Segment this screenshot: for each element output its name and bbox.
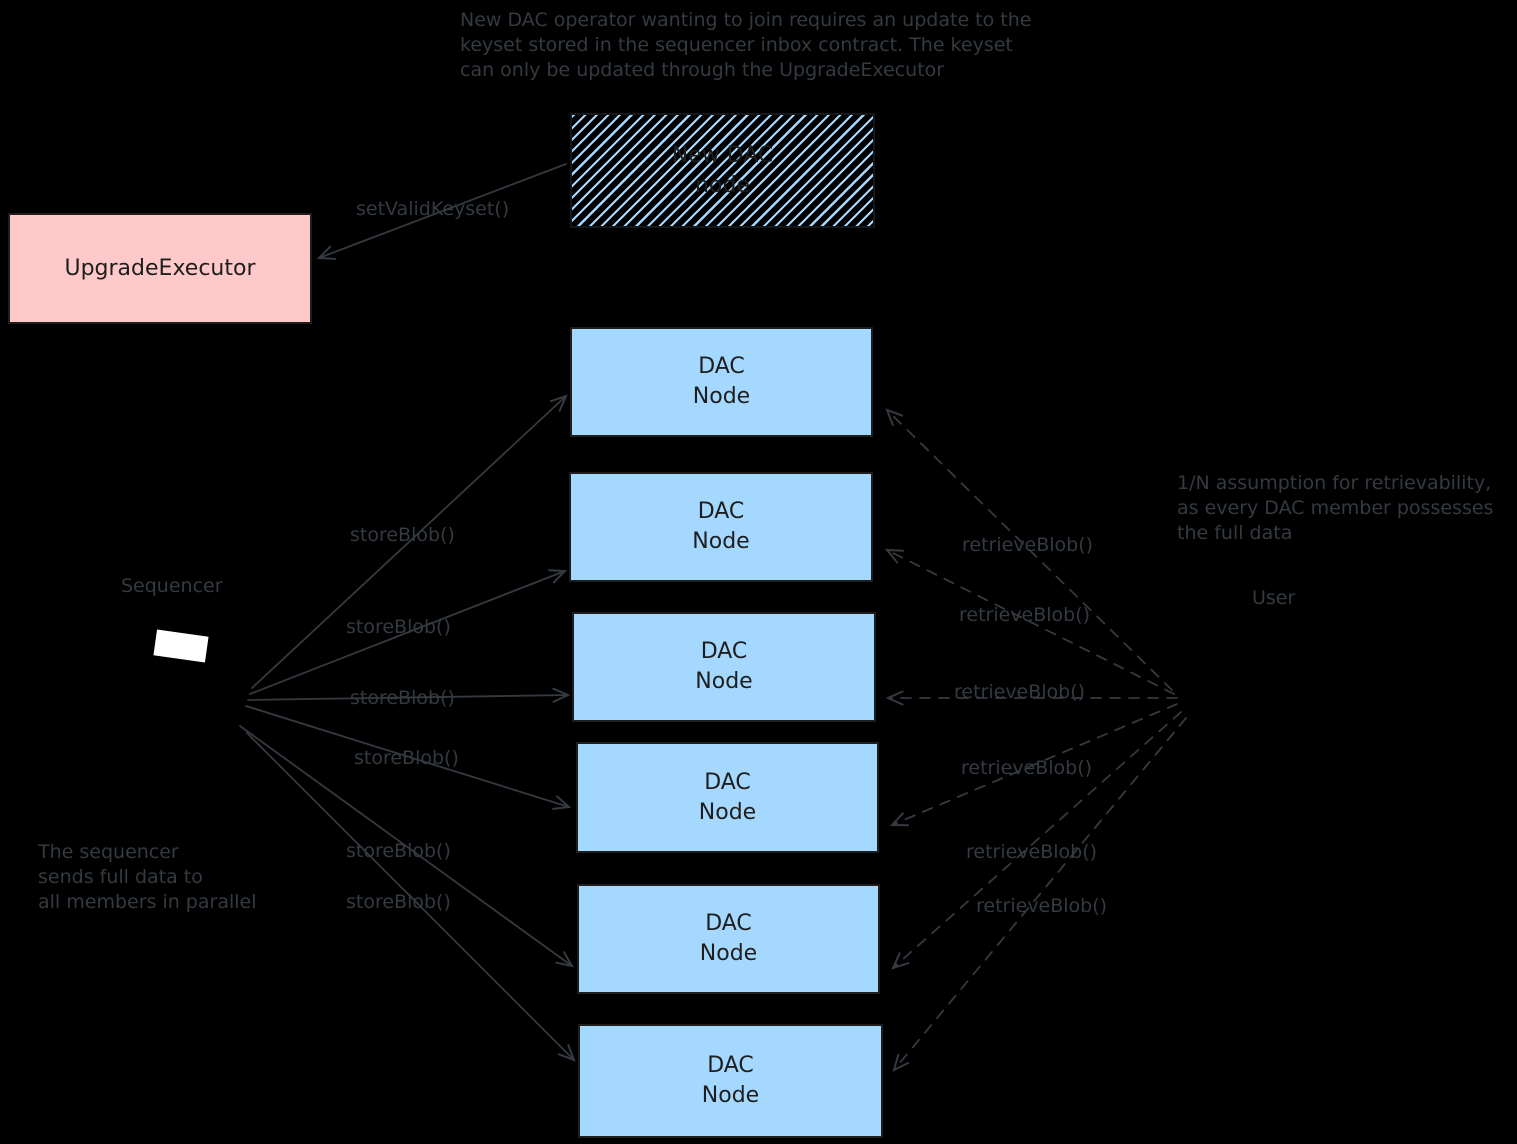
dac-node-label-line1: DAC xyxy=(697,499,745,524)
retrieveblob-arrow-6 xyxy=(892,717,1187,1072)
dac-node-label-line1: DAC xyxy=(705,911,752,936)
storeblob-label-6: storeBlob() xyxy=(346,891,451,913)
storeblob-label-3: storeBlob() xyxy=(350,687,455,709)
storeblob-label-1: storeBlob() xyxy=(350,524,455,546)
retrieveblob-arrow-1 xyxy=(885,408,1173,691)
retrieveblob-label-4: retrieveBlob() xyxy=(961,757,1093,779)
sequencer-note-line: The sequencer xyxy=(38,841,179,863)
storeblob-label-2: storeBlob() xyxy=(346,616,451,638)
retrievability-note: 1/N assumption for retrievability, as ev… xyxy=(1177,471,1493,546)
retrieveblob-arrow-4 xyxy=(889,703,1178,827)
dac-node-label-line1: DAC xyxy=(704,769,751,795)
dac-node-label-line1: DAC xyxy=(698,354,745,379)
storeblob-arrow-1 xyxy=(251,394,568,689)
retrieveblob-label-2: retrieveBlob() xyxy=(959,604,1091,626)
sequencer-note: The sequencer sends full data to all mem… xyxy=(38,840,257,915)
dac-node-box-4: DAC Node xyxy=(576,742,879,853)
retrievability-note-line: the full data xyxy=(1177,522,1293,544)
dac-node-label-line2: Node xyxy=(699,941,758,966)
setvalidkeyset-arrow xyxy=(316,163,567,260)
top-note-line: can only be updated through the UpgradeE… xyxy=(460,59,945,81)
sequencer-note-line: all members in parallel xyxy=(38,891,257,913)
setvalidkeyset-label: setValidKeyset() xyxy=(356,198,510,220)
storeblob-arrow-3 xyxy=(247,687,571,703)
retrieveblob-label-5: retrieveBlob() xyxy=(966,841,1098,863)
new-dac-node-label-line2: node xyxy=(695,172,750,198)
dac-node-label-line2: Node xyxy=(692,529,750,554)
dac-node-label-line2: Node xyxy=(695,669,753,694)
retrieveblob-label-1: retrieveBlob() xyxy=(962,534,1094,556)
dac-node-label-line1: DAC xyxy=(707,1053,754,1078)
dac-node-box-1: DAC Node xyxy=(570,327,873,437)
dac-node-box-3: DAC Node xyxy=(572,612,876,722)
retrieveblob-label-3: retrieveBlob() xyxy=(954,681,1086,703)
storeblob-label-5: storeBlob() xyxy=(346,840,451,862)
user-label: User xyxy=(1252,587,1296,609)
dac-node-label-line2: Node xyxy=(698,799,757,825)
storeblob-label-4: storeBlob() xyxy=(354,747,459,769)
dac-node-label-line1: DAC xyxy=(700,639,748,664)
retrieveblob-label-6: retrieveBlob() xyxy=(976,895,1108,917)
dac-node-label-line2: Node xyxy=(692,384,751,409)
storeblob-arrow-6 xyxy=(246,732,576,1062)
storeblob-arrow-5 xyxy=(239,725,574,968)
sequencer-note-line: sends full data to xyxy=(38,866,203,888)
new-dac-node-label-line1: New DAC xyxy=(671,142,774,168)
top-note-line: New DAC operator wanting to join require… xyxy=(460,9,1032,31)
retrievability-note-line: as every DAC member possesses xyxy=(1177,497,1494,519)
dac-node-box-6: DAC Node xyxy=(578,1024,883,1138)
dac-node-box-5: DAC Node xyxy=(577,884,880,994)
retrieveblob-arrow-2 xyxy=(884,548,1175,695)
top-note-line: keyset stored in the sequencer inbox con… xyxy=(460,34,1013,56)
dac-node-label-line2: Node xyxy=(701,1083,760,1108)
upgrade-executor-label: UpgradeExecutor xyxy=(64,255,256,281)
retrieveblob-arrow-5 xyxy=(891,711,1182,970)
sequencer-label: Sequencer xyxy=(121,575,223,597)
retrievability-note-line: 1/N assumption for retrievability, xyxy=(1177,472,1492,494)
retrieveblob-arrow-3 xyxy=(885,690,1178,706)
storeblob-arrow-4 xyxy=(245,705,572,810)
new-dac-node-box: New DAC node xyxy=(570,113,875,228)
top-note: New DAC operator wanting to join require… xyxy=(460,8,1031,83)
upgrade-executor-box: UpgradeExecutor xyxy=(8,213,312,324)
storeblob-arrow-2 xyxy=(249,569,568,695)
dac-node-box-2: DAC Node xyxy=(569,472,873,582)
